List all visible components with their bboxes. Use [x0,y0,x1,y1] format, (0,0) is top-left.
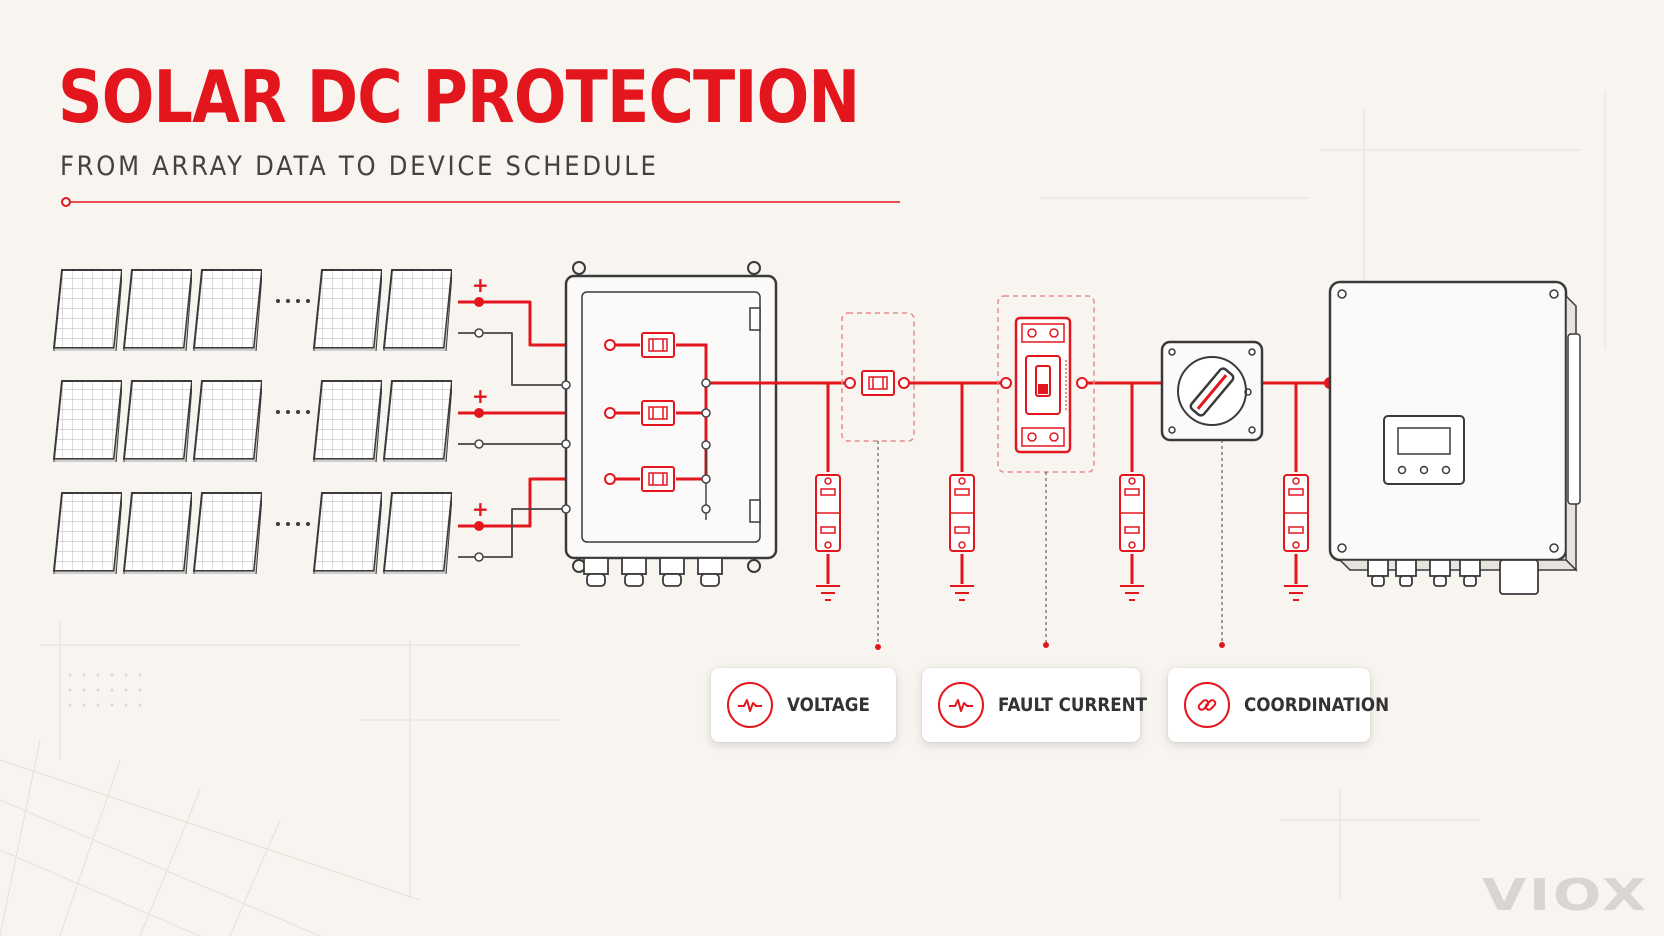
card-voltage: VOLTAGE [711,668,896,742]
card-label-coordination: COORDINATION [1244,694,1390,716]
page-subtitle: FROM ARRAY DATA TO DEVICE SCHEDULE [60,151,659,182]
leader-dots [875,642,1225,650]
viox-logo: VIOX [1482,870,1649,921]
dc-bus [776,381,1330,584]
surge-protectors [814,473,1310,601]
plus-sign-1: + [472,273,489,297]
card-label-fault-current: FAULT CURRENT [998,694,1148,716]
pv-string-row-3 [52,491,452,574]
plus-sign-2: + [472,384,489,408]
card-fault-current: FAULT CURRENT [922,668,1147,742]
plus-sign-3: + [472,497,489,521]
background-dots [68,673,142,707]
pv-string-row-1 [52,268,452,351]
pv-string-row-2 [52,379,452,462]
inverter [1328,280,1581,595]
background-grid [0,90,1606,936]
string-fuse [841,312,915,442]
leader-lines [877,440,1223,646]
waveform-icon [727,682,773,728]
card-label-voltage: VOLTAGE [787,694,870,716]
header-divider [61,197,900,207]
page-title: SOLAR DC PROTECTION [58,55,860,139]
link-icon [1184,682,1230,728]
card-coordination: COORDINATION [1168,668,1389,742]
ellipsis-dots [276,299,310,526]
pv-array [52,268,452,574]
combiner-box [561,261,830,587]
waveform-icon [938,682,984,728]
dc-isolator [1160,340,1264,442]
